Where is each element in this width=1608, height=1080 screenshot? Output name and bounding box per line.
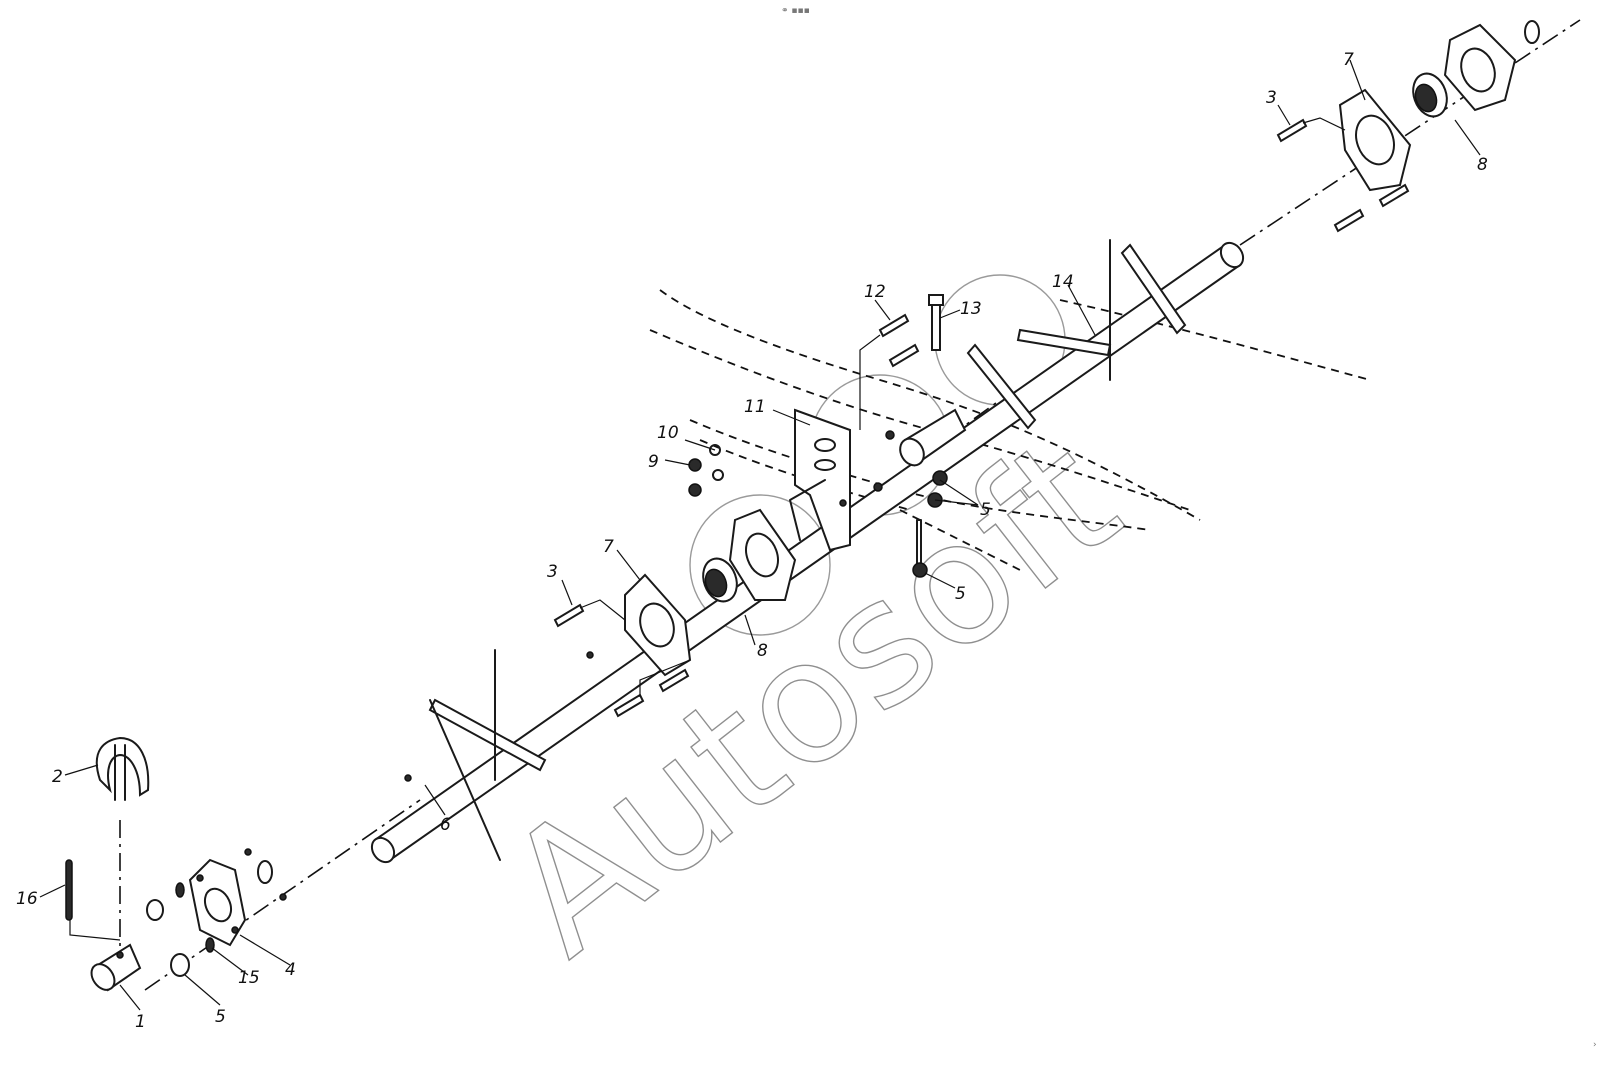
watermark-ring-1 xyxy=(689,494,831,636)
tines-left xyxy=(428,649,547,861)
clip-part-2 xyxy=(95,736,150,801)
callout-14: 14 xyxy=(1052,272,1074,292)
callout-11: 11 xyxy=(744,397,766,417)
callout-1: 1 xyxy=(135,1012,146,1032)
callout-16: 16 xyxy=(16,889,38,909)
callout-13: 13 xyxy=(960,299,982,319)
page-marker: › xyxy=(1593,1040,1597,1050)
callout-6: 6 xyxy=(440,815,451,835)
axis-right xyxy=(1239,19,1581,246)
callout-15: 15 xyxy=(238,968,260,988)
callout-8-middle: 8 xyxy=(757,641,768,661)
bolts-part-3-right xyxy=(1276,117,1410,233)
callout-10: 10 xyxy=(657,423,679,443)
callout-5-lower: 5 xyxy=(955,584,966,604)
pin-leader xyxy=(69,920,121,941)
nuts-left xyxy=(146,848,287,977)
callout-3-right: 3 xyxy=(1266,88,1277,108)
callout-4: 4 xyxy=(285,960,296,980)
frame-outline-lower xyxy=(689,419,1151,531)
bearing-middle xyxy=(624,508,797,677)
callout-7-middle: 7 xyxy=(603,537,614,557)
leaders xyxy=(39,59,1481,1011)
bushing-center xyxy=(899,408,967,467)
callout-5-center: 5 xyxy=(980,500,991,520)
callout-5-left: 5 xyxy=(215,1007,226,1027)
bearing-right xyxy=(1338,20,1540,192)
frame-outline-upper xyxy=(659,289,1201,521)
sleeve-part-1 xyxy=(90,943,142,992)
callout-9: 9 xyxy=(648,452,659,472)
bracket-part-11 xyxy=(789,408,851,552)
flange-part-4 xyxy=(188,858,247,947)
callout-7-right: 7 xyxy=(1343,50,1354,70)
pin-part-16 xyxy=(65,859,73,921)
tines-right xyxy=(966,239,1187,430)
callout-8-right: 8 xyxy=(1477,155,1488,175)
callout-12: 12 xyxy=(864,282,886,302)
callout-labels: 1 2 3 3 4 5 5 5 6 7 7 8 8 9 10 11 12 13 … xyxy=(16,50,1488,1032)
callout-2: 2 xyxy=(52,767,63,787)
top-marker: ⚭ ▪▪▪ xyxy=(781,6,810,16)
bolt-part-13 xyxy=(928,294,944,351)
bolts-part-3-middle xyxy=(553,599,691,718)
bolts-part-12 xyxy=(859,313,920,430)
callout-3-middle: 3 xyxy=(547,562,558,582)
fasteners-part-9-10 xyxy=(688,430,895,497)
